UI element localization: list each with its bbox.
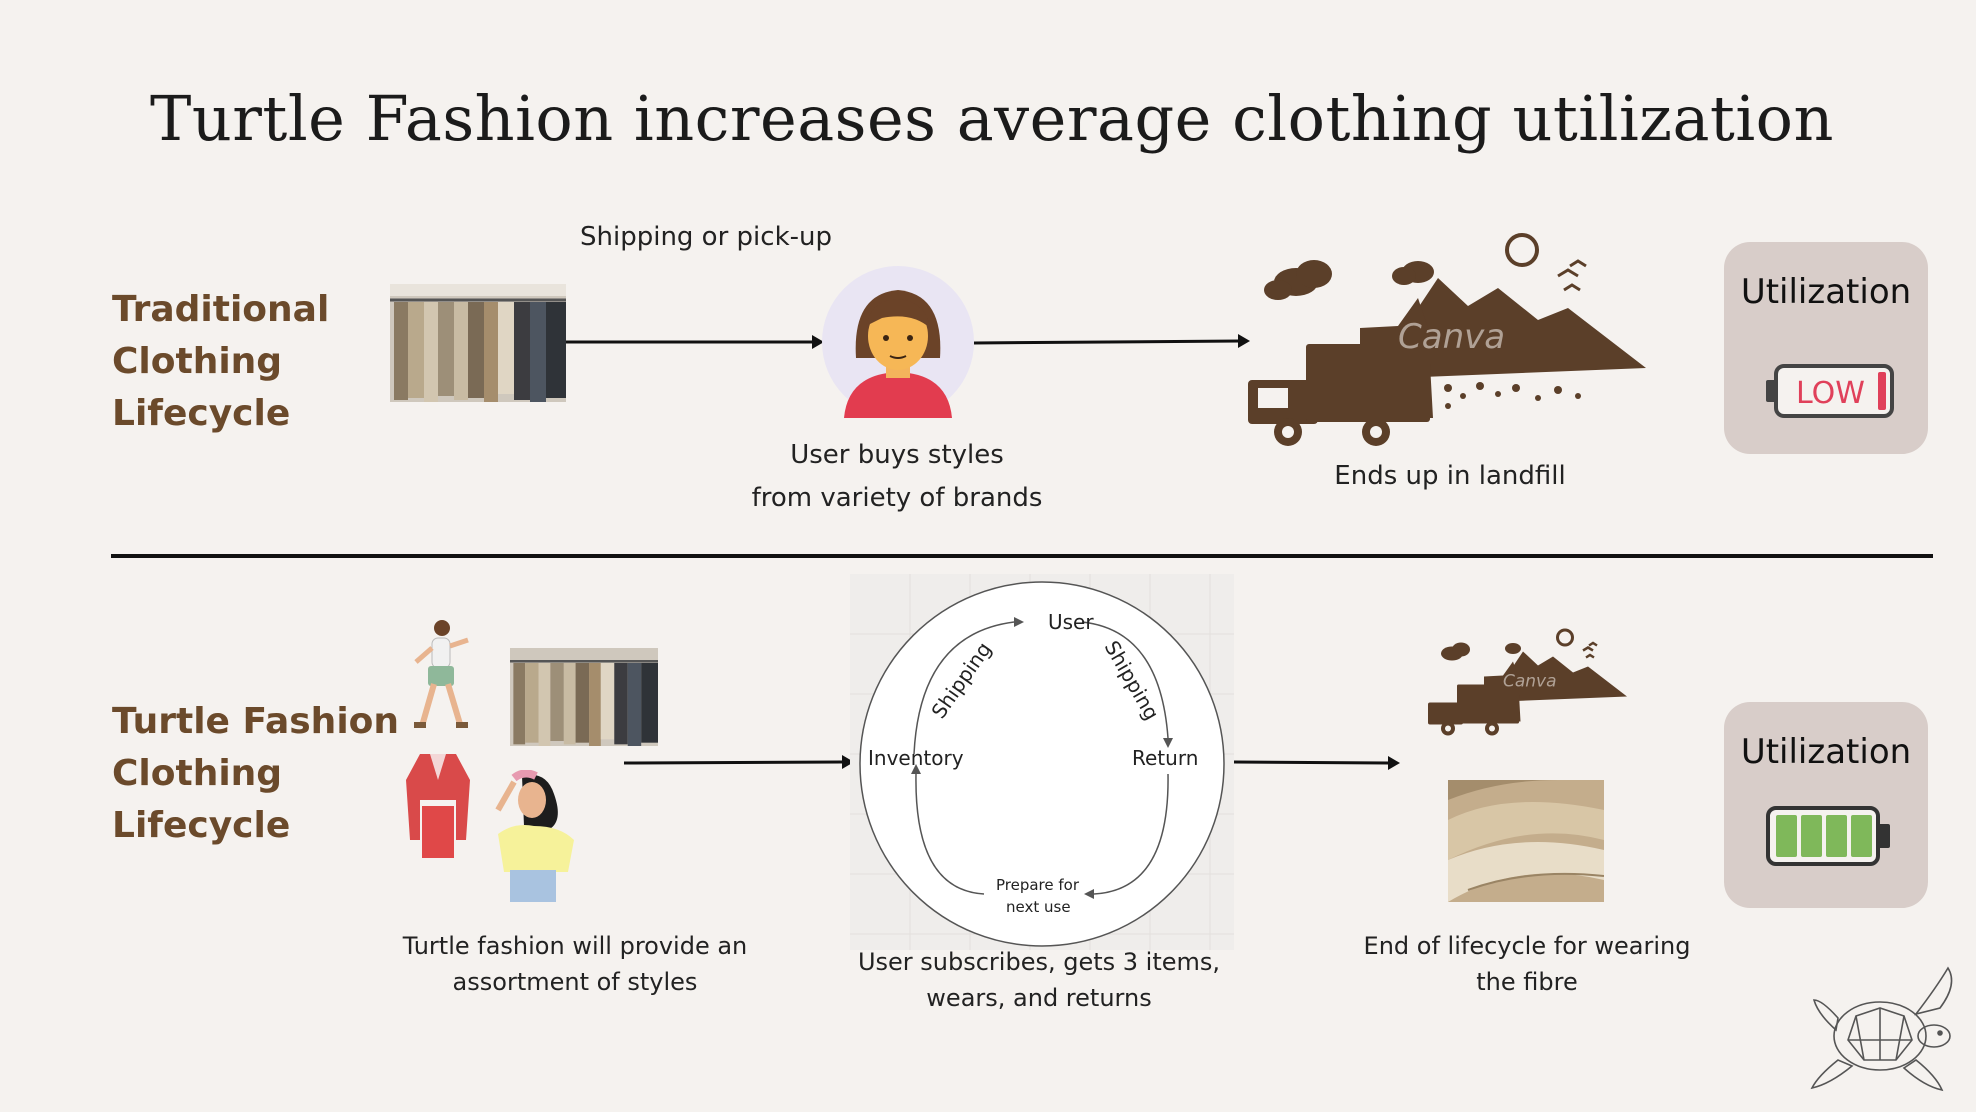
battery-cell — [1776, 815, 1797, 857]
section-divider — [111, 554, 1933, 558]
utilization-card-low: Utilization LOW — [1724, 242, 1928, 454]
turtle-label-line-3: Lifecycle — [112, 805, 291, 846]
user-avatar-icon — [822, 266, 974, 418]
utilization-title-low: Utilization — [1740, 272, 1912, 312]
battery-full-icon — [1766, 806, 1890, 866]
battery-cell — [1851, 815, 1872, 857]
fibre-caption: End of lifecycle for wearing the fibre — [1360, 928, 1694, 1000]
cycle-prepare-line-1: Prepare for — [996, 876, 1080, 894]
landfill-watermark: Canva — [1398, 317, 1505, 357]
arrow-to-landfill — [974, 334, 1250, 348]
turtle-icon — [1810, 966, 1953, 1092]
arrow-to-user — [566, 335, 824, 349]
cycle-user: User — [1048, 610, 1094, 634]
woman-icon — [495, 770, 574, 902]
user-caption-line-1: User buys styles — [790, 440, 1004, 470]
battery-low-icon: LOW — [1766, 364, 1894, 418]
fibre-caption-line-2: the fibre — [1476, 968, 1578, 996]
red-jacket-icon — [406, 754, 470, 858]
cycle-inventory: Inventory — [868, 746, 964, 770]
traditional-lifecycle-label: Traditional Clothing Lifecycle — [112, 284, 329, 440]
fibre-caption-line-1: End of lifecycle for wearing — [1363, 932, 1691, 960]
user-caption-line-2: from variety of brands — [751, 483, 1043, 513]
utilization-title-full: Utilization — [1740, 732, 1912, 772]
fabric-photo — [1448, 780, 1604, 902]
turtle-lifecycle-label: Turtle Fashion Clothing Lifecycle — [112, 696, 399, 852]
clothes-rack-photo-small — [510, 648, 658, 746]
traditional-label-line-1: Traditional — [112, 289, 330, 330]
user-buys-caption: User buys styles from variety of brands — [740, 434, 1054, 520]
battery-cell — [1801, 815, 1822, 857]
walking-person-icon — [414, 620, 469, 728]
turtle-label-line-2: Clothing — [112, 753, 283, 794]
utilization-card-full: Utilization — [1724, 702, 1928, 908]
clothes-rack-photo — [390, 284, 566, 402]
landfill-truck-icon: Canva — [1248, 233, 1646, 446]
traditional-label-line-3: Lifecycle — [112, 393, 291, 434]
shipping-label: Shipping or pick-up — [580, 222, 832, 252]
landfill-watermark-small: Canva — [1503, 672, 1557, 692]
cycle-caption-line-1: User subscribes, gets 3 items, — [857, 948, 1221, 976]
cycle-caption-line-2: wears, and returns — [926, 984, 1152, 1012]
cycle-prepare-line-2: next use — [1006, 898, 1071, 916]
arrow-to-cycle — [624, 755, 854, 769]
landfill-truck-icon-small: Canva — [1428, 628, 1627, 736]
cycle-return: Return — [1132, 746, 1198, 770]
page-title: Turtle Fashion increases average clothin… — [150, 82, 1834, 155]
battery-cell — [1826, 815, 1847, 857]
battery-low-text: LOW — [1796, 376, 1865, 411]
styles-caption-line-1: Turtle fashion will provide an — [402, 932, 748, 960]
cycle-diagram: User Inventory Return Prepare for next u… — [850, 574, 1234, 950]
landfill-caption: Ends up in landfill — [1334, 461, 1566, 491]
turtle-label-line-1: Turtle Fashion — [112, 701, 400, 742]
styles-caption: Turtle fashion will provide an assortmen… — [400, 928, 750, 1000]
traditional-label-line-2: Clothing — [112, 341, 283, 382]
cycle-caption: User subscribes, gets 3 items, wears, an… — [852, 944, 1226, 1016]
arrow-to-end — [1234, 756, 1400, 770]
styles-caption-line-2: assortment of styles — [452, 968, 698, 996]
